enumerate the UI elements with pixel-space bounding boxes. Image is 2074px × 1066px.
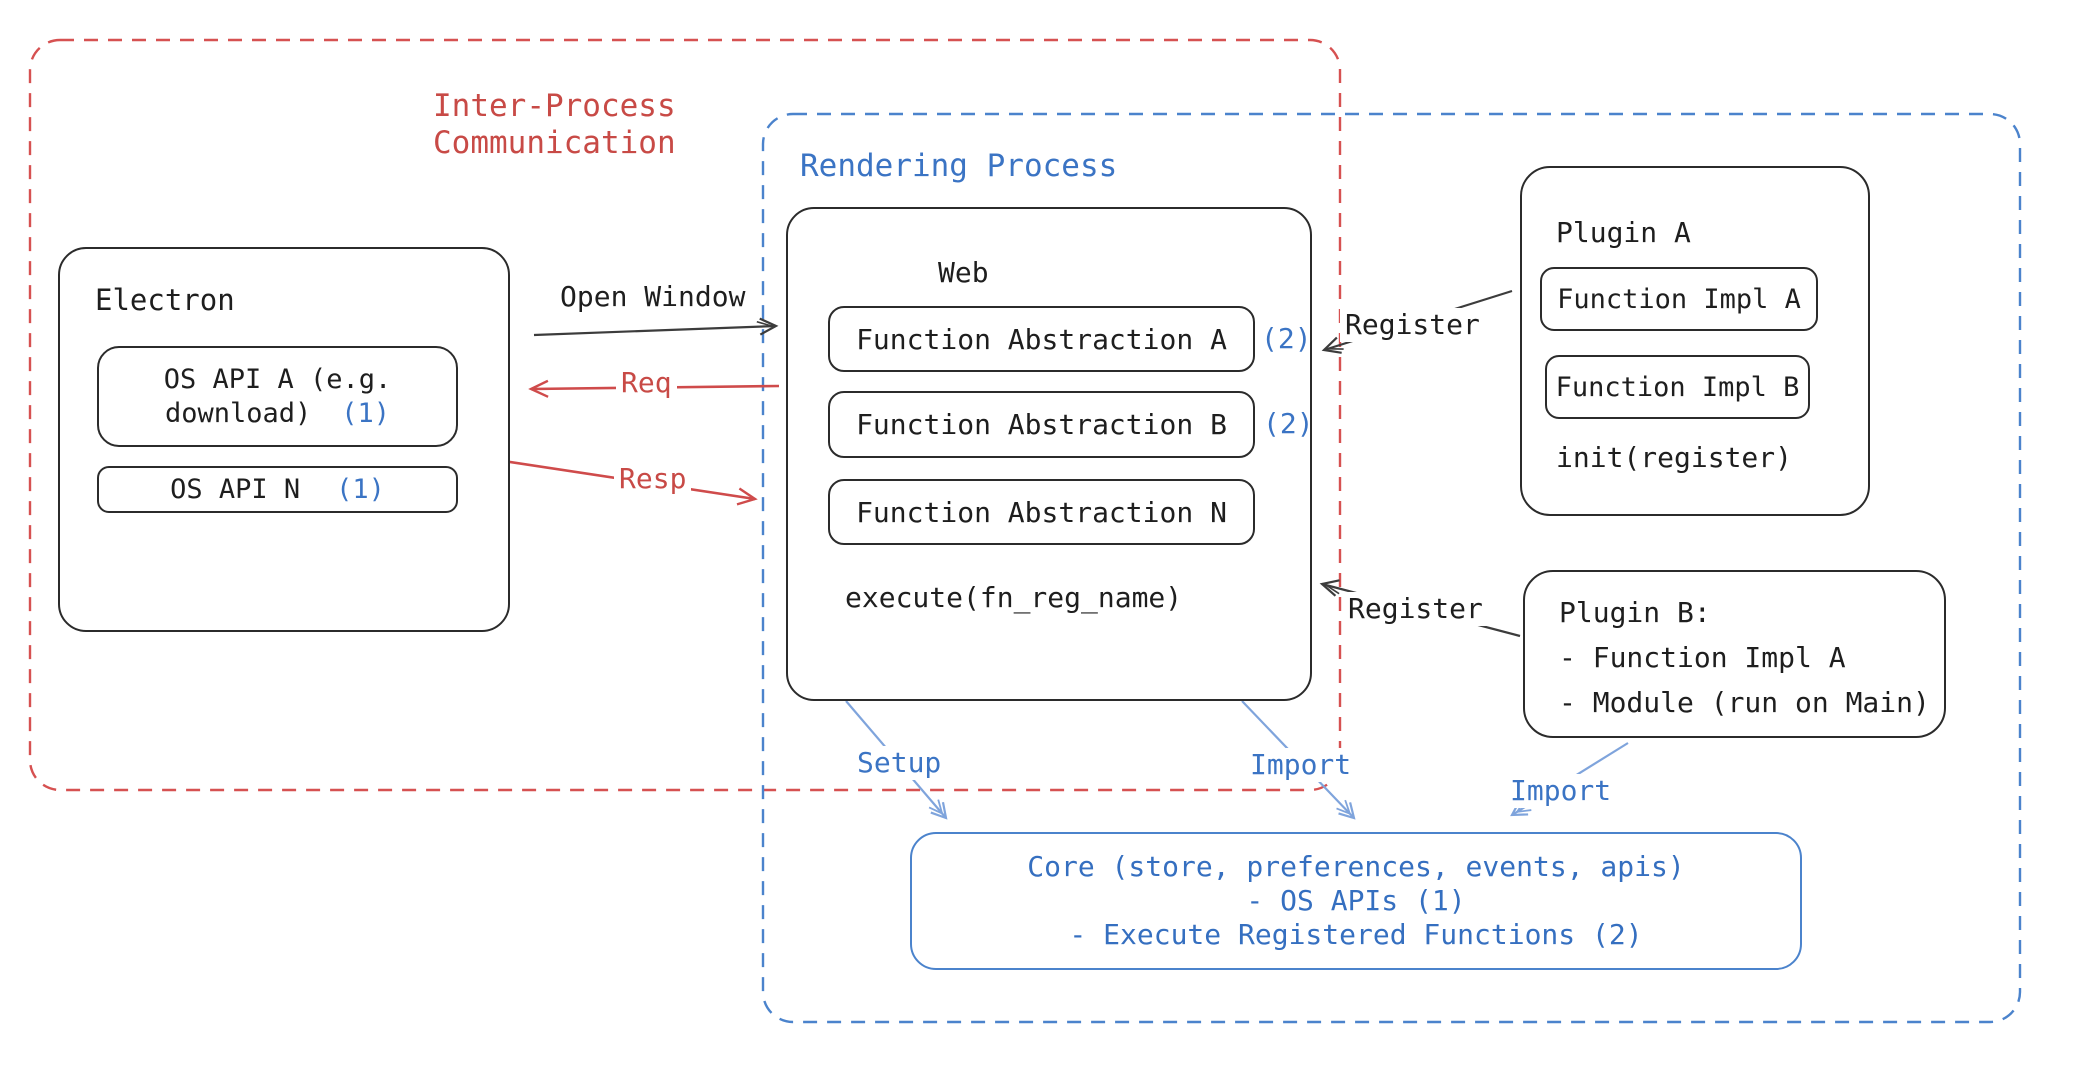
execute-label: execute(fn_reg_name)	[845, 581, 1183, 614]
os-api-a-ref: (1)	[341, 397, 391, 429]
core-line3: - Execute Registered Functions (2)	[1069, 918, 1643, 951]
function-impl-a-box: Function Impl A	[1540, 267, 1818, 331]
plugin-a-box	[1520, 166, 1870, 516]
req-label: Req	[616, 366, 677, 400]
os-api-a-line2: download)	[164, 397, 312, 429]
os-api-n-label: OS API N	[170, 474, 301, 505]
plugin-b-line2: - Module (run on Main)	[1559, 686, 1930, 719]
ipc-label-line2: Communication	[433, 125, 676, 161]
function-abstraction-b-ref: (2)	[1263, 407, 1314, 440]
plugin-a-title: Plugin A	[1556, 216, 1691, 249]
plugin-b-title: Plugin B:	[1559, 596, 1711, 629]
function-impl-a-label: Function Impl A	[1557, 283, 1801, 315]
open-window-arrow	[533, 317, 779, 337]
resp-label: Resp	[614, 462, 692, 496]
register-bottom-label: Register	[1343, 592, 1488, 626]
import-plugin-label: Import	[1505, 774, 1617, 808]
os-api-n-box: OS API N (1)	[97, 466, 458, 513]
rendering-region-outline	[761, 112, 2022, 1024]
import-web-label: Import	[1245, 748, 1357, 782]
web-title: Web	[938, 256, 989, 289]
function-abstraction-n-label: Function Abstraction N	[856, 495, 1227, 529]
core-box: Core (store, preferences, events, apis) …	[910, 832, 1802, 970]
core-line1: Core (store, preferences, events, apis)	[1027, 850, 1685, 883]
os-api-a-line1: OS API A (e.g.	[163, 363, 392, 395]
function-abstraction-a-box: Function Abstraction A	[828, 306, 1255, 372]
electron-title: Electron	[95, 283, 235, 317]
setup-label: Setup	[852, 746, 947, 780]
plugin-a-init-label: init(register)	[1556, 441, 1793, 474]
plugin-b-box: Plugin B: - Function Impl A - Module (ru…	[1523, 570, 1946, 738]
os-api-a-box: OS API A (e.g. download) (1)	[97, 346, 458, 447]
function-impl-b-box: Function Impl B	[1545, 355, 1810, 419]
ipc-region-outline	[28, 38, 1342, 792]
core-line2: - OS APIs (1)	[1246, 884, 1466, 917]
os-api-n-ref: (1)	[336, 474, 385, 505]
function-abstraction-b-box: Function Abstraction B	[828, 391, 1255, 458]
ipc-label-line1: Inter-Process	[433, 88, 676, 124]
register-top-label: Register	[1340, 308, 1485, 342]
function-abstraction-n-box: Function Abstraction N	[828, 479, 1255, 545]
function-abstraction-a-ref: (2)	[1261, 322, 1312, 355]
rendering-region-label: Rendering Process	[800, 148, 1118, 184]
function-abstraction-a-label: Function Abstraction A	[856, 322, 1227, 356]
plugin-b-line1: - Function Impl A	[1559, 641, 1846, 674]
ipc-region-label: Inter-Process Communication	[433, 88, 676, 162]
function-abstraction-b-label: Function Abstraction B	[856, 408, 1227, 441]
function-impl-b-label: Function Impl B	[1555, 371, 1800, 403]
open-window-label: Open Window	[560, 280, 746, 313]
